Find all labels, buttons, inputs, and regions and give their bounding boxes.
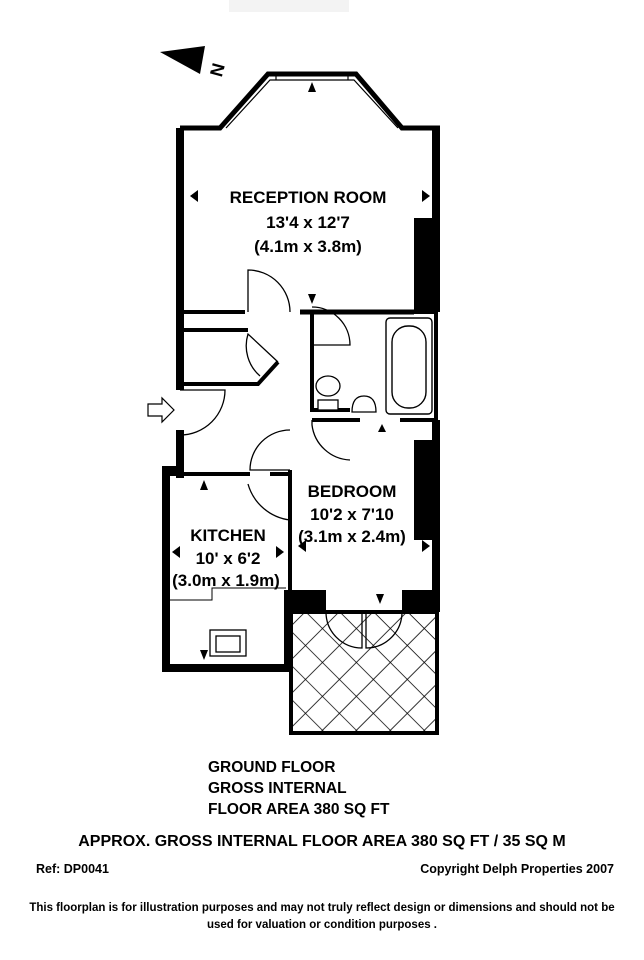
top-strip — [229, 0, 349, 12]
reference-number: Ref: DP0041 — [36, 862, 109, 876]
kitchen-sink-icon — [209, 629, 247, 657]
entrance-arrow-icon — [147, 396, 175, 424]
bedroom-name: BEDROOM — [308, 482, 397, 501]
kitchen-size-metric: (3.0m x 1.9m) — [172, 571, 280, 590]
basin-icon — [351, 395, 377, 413]
disclaimer: This floorplan is for illustration purpo… — [29, 902, 615, 931]
copyright-notice: Copyright Delph Properties 2007 — [420, 862, 614, 876]
floor-info-line2: GROSS INTERNAL — [208, 780, 347, 797]
reception-room-label: RECEPTION ROOM 13'4 x 12'7 (4.1m x 3.8m) — [230, 188, 387, 256]
bedroom-size-metric: (3.1m x 2.4m) — [298, 527, 406, 546]
kitchen-name: KITCHEN — [190, 526, 266, 545]
floor-info-line1: GROUND FLOOR — [208, 759, 336, 776]
bathtub-icon — [385, 317, 433, 415]
reception-room-name: RECEPTION ROOM — [230, 188, 387, 207]
dimension-arrows — [172, 82, 430, 660]
terrace-area — [289, 610, 439, 735]
floor-info-line3: FLOOR AREA 380 SQ FT — [208, 801, 390, 818]
reception-room-size-metric: (4.1m x 3.8m) — [254, 237, 362, 256]
toilet-icon — [315, 375, 341, 411]
floor-info: GROUND FLOOR GROSS INTERNAL FLOOR AREA 3… — [208, 757, 389, 820]
north-arrow-icon: N — [160, 46, 229, 79]
compass-label: N — [206, 61, 229, 79]
kitchen-size: 10' x 6'2 — [196, 549, 261, 568]
door-swings — [179, 269, 403, 649]
bedroom-label: BEDROOM 10'2 x 7'10 (3.1m x 2.4m) — [298, 482, 406, 546]
floor-plan: N — [147, 46, 440, 735]
reception-room-size: 13'4 x 12'7 — [266, 213, 350, 232]
total-floor-area: APPROX. GROSS INTERNAL FLOOR AREA 380 SQ… — [78, 833, 566, 850]
kitchen-label: KITCHEN 10' x 6'2 (3.0m x 1.9m) — [172, 526, 280, 590]
bedroom-size: 10'2 x 7'10 — [310, 505, 394, 524]
